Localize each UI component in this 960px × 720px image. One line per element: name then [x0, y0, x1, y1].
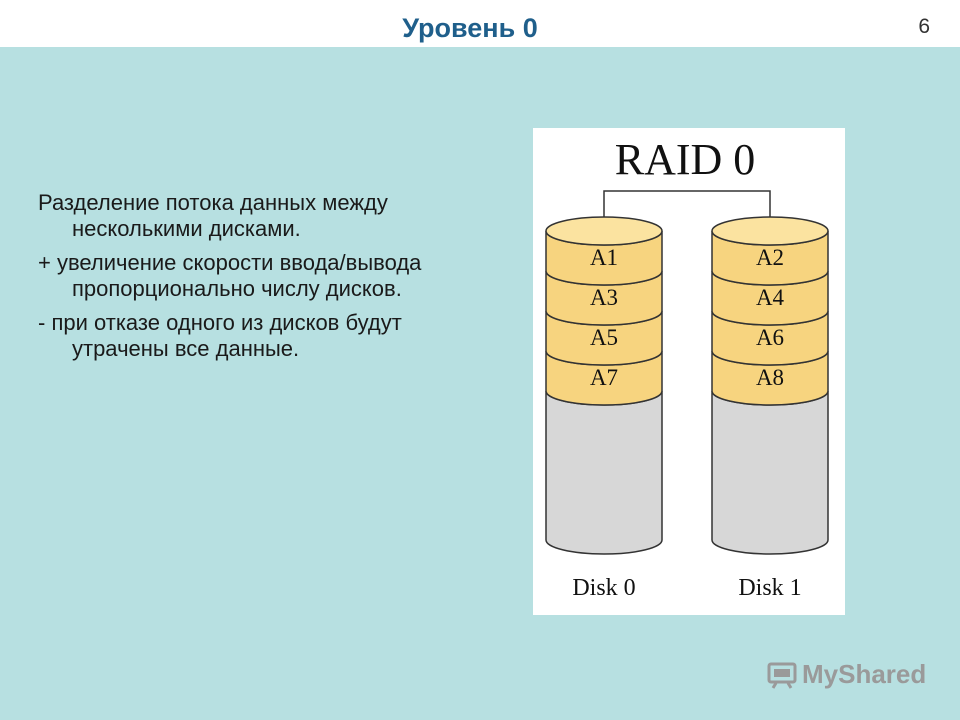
connector-lines: [603, 190, 771, 218]
block-label: A6: [756, 325, 784, 350]
disk-top-cap: [711, 216, 829, 246]
connector-line: [603, 190, 771, 218]
block-label: A8: [756, 365, 784, 390]
watermark: MyShared: [766, 656, 926, 692]
page-number: 6: [918, 15, 930, 38]
bullet-item: + увеличение скорости ввода/вывода пропо…: [38, 250, 422, 301]
block-label: A1: [590, 245, 618, 270]
slide-title: Уровень 0: [402, 13, 538, 43]
block-label: A5: [590, 325, 618, 350]
bullet-item: - при отказе одного из дисков будут утра…: [38, 310, 402, 361]
block-label: A3: [590, 285, 618, 310]
diagram-title: RAID 0: [615, 135, 756, 184]
disk-empty-space: [545, 390, 663, 555]
disk-label: Disk 1: [738, 575, 801, 601]
watermark-text: MyShared: [802, 658, 927, 689]
block-label: A7: [590, 365, 618, 390]
projector-icon: [767, 662, 797, 689]
block-label: A4: [756, 285, 785, 310]
slide-header: [0, 0, 960, 47]
disk-top-cap: [545, 216, 663, 246]
bullet-item: Разделение потока данных между нескольки…: [38, 190, 388, 241]
bullet-list: Разделение потока данных между нескольки…: [38, 190, 488, 370]
disk-label: Disk 0: [572, 575, 635, 601]
disk-empty-space: [711, 390, 829, 555]
block-label: A2: [756, 245, 784, 270]
